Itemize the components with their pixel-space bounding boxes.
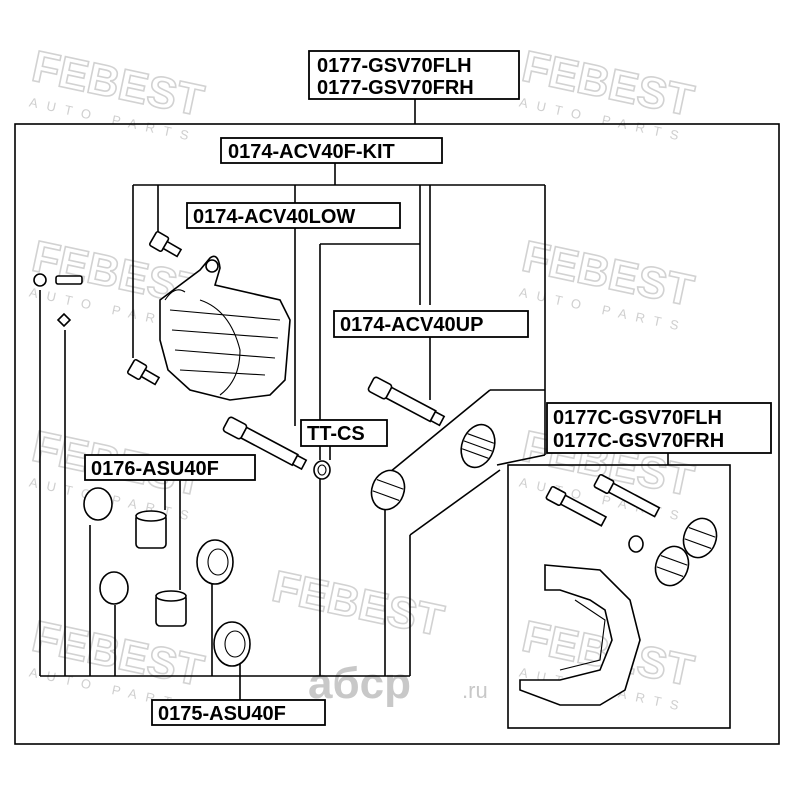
watermark-brand: FEBEST	[268, 562, 448, 646]
bolt-icon	[127, 359, 161, 386]
bracket-sleeve-icon	[628, 535, 644, 553]
bracket-pin-icon	[545, 485, 608, 527]
assembly-outline	[14, 123, 780, 745]
label-low-pin: 0174-ACV40LOW	[186, 202, 401, 229]
label-tt-cs-text: TT-CS	[307, 423, 365, 445]
label-main-assembly-lh: 0177-GSV70FLH	[317, 55, 472, 77]
piston-seal-icon	[196, 539, 251, 667]
label-piston-text: 0176-ASU40F	[91, 458, 219, 480]
caliper-bracket-icon	[519, 564, 641, 706]
bolt-icon	[149, 231, 183, 258]
label-low-pin-text: 0174-ACV40LOW	[193, 206, 355, 228]
label-seal-kit-text: 0175-ASU40F	[158, 703, 286, 725]
slide-pin-up-icon	[367, 376, 446, 427]
label-caliper-lh: 0177C-GSV70FLH	[553, 407, 722, 429]
bleeder-screw-icon	[33, 273, 83, 328]
caliper-box	[507, 464, 731, 729]
site-mark: aбcp .ru	[308, 659, 488, 708]
piston-icon	[135, 510, 187, 627]
label-main-assembly: 0177-GSV70FLH 0177-GSV70FRH	[308, 50, 520, 100]
label-piston: 0176-ASU40F	[84, 454, 256, 481]
label-up-pin: 0174-ACV40UP	[333, 310, 529, 338]
slide-pin-low-icon	[222, 416, 308, 471]
label-tt-cs: TT-CS	[300, 419, 388, 447]
sleeve-icon	[313, 460, 331, 480]
label-caliper: 0177C-GSV70FLH 0177C-GSV70FRH	[546, 402, 772, 454]
caliper-body	[159, 255, 291, 401]
boot-icon	[370, 469, 406, 511]
label-seal-kit: 0175-ASU40F	[151, 699, 326, 726]
bracket-boot-icon	[682, 517, 718, 559]
bracket-boot-icon	[654, 545, 690, 587]
bracket-pin-icon	[593, 473, 661, 518]
label-up-pin-text: 0174-ACV40UP	[340, 314, 483, 336]
label-caliper-rh: 0177C-GSV70FRH	[553, 430, 724, 452]
boot-icon	[460, 423, 496, 469]
label-kit-text: 0174-ACV40F-KIT	[228, 141, 395, 163]
site-mark-suffix: .ru	[462, 678, 488, 703]
label-kit: 0174-ACV40F-KIT	[220, 137, 443, 164]
piston-ring-icon	[83, 487, 129, 605]
label-main-assembly-rh: 0177-GSV70FRH	[317, 77, 474, 99]
